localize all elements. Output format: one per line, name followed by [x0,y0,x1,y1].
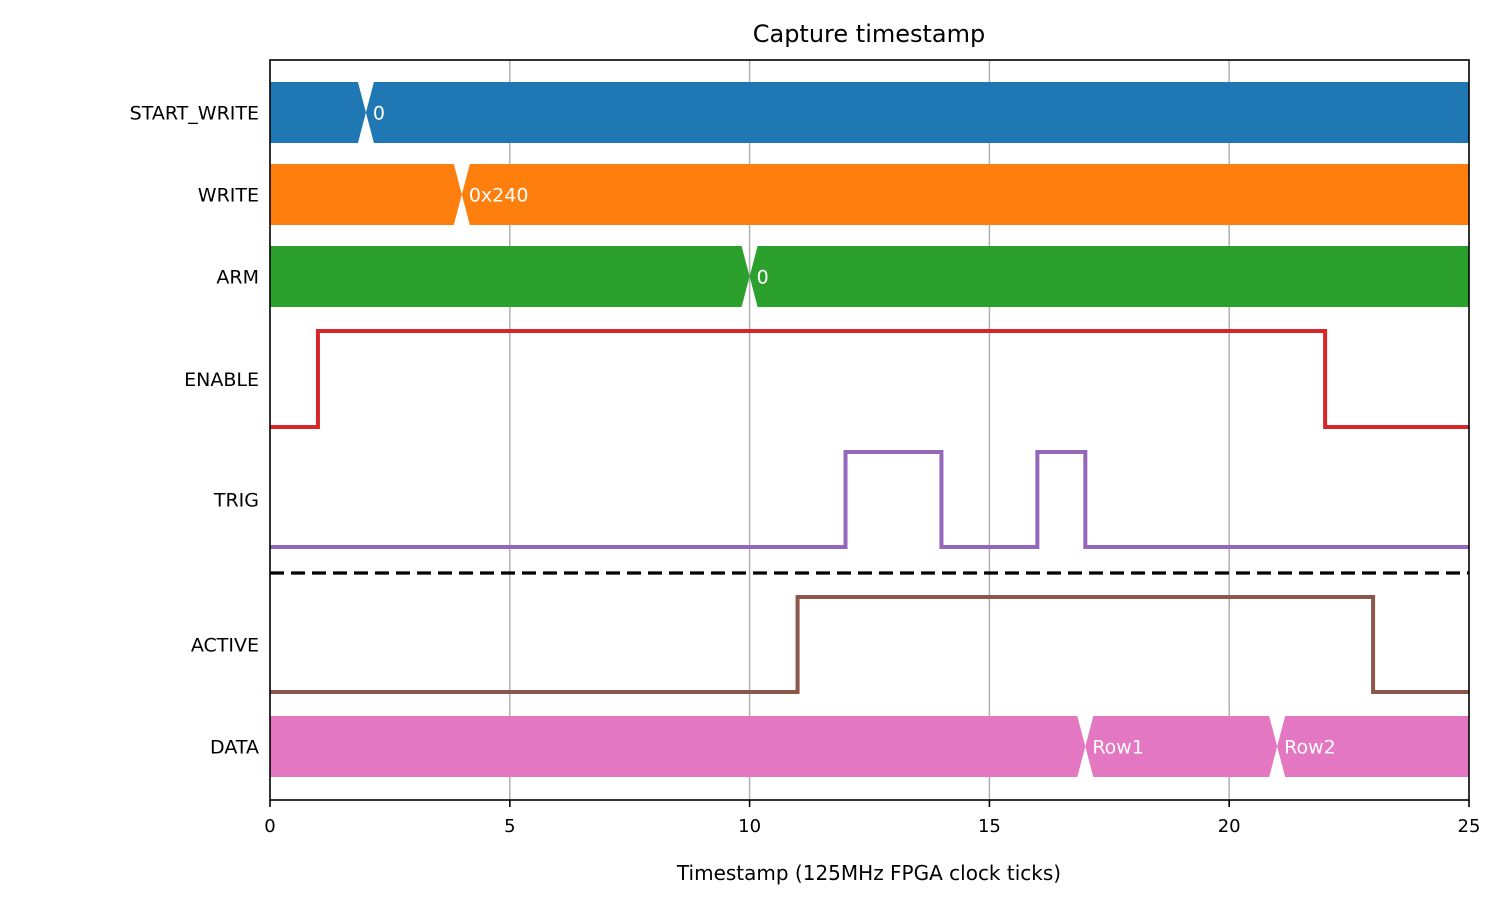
bit-trace-enable [270,329,1469,429]
signal-label-data: DATA [210,737,259,759]
signal-label-enable: ENABLE [184,369,259,391]
signal-label-arm: ARM [216,267,259,289]
signal-label-active: ACTIVE [191,635,259,657]
signal-label-trig: TRIG [213,490,259,512]
bus-segment-data-2 [1277,716,1469,777]
bus-segment-data-0 [270,716,1086,777]
x-tick-label-20: 20 [1218,816,1241,837]
bus-segment-arm-1 [749,246,1469,307]
signal-label-write: WRITE [198,185,259,207]
bus-value-data-2: Row2 [1284,737,1336,759]
bus-value-start-write-1: 0 [373,103,385,125]
bit-trace-active [270,595,1469,694]
bus-segment-start-write-0 [270,82,366,143]
x-tick-label-25: 25 [1458,816,1481,837]
plot-frame [269,59,1470,801]
bus-segment-write-0 [270,164,462,225]
signal-label-start-write: START_WRITE [130,103,259,125]
bus-segment-data-1 [1085,716,1278,777]
bus-segment-arm-0 [270,246,750,307]
x-tick-label-0: 0 [264,816,275,837]
bus-value-arm-1: 0 [757,267,769,289]
x-ticks: 0 5 10 15 20 25 [264,800,1480,837]
x-tick-label-5: 5 [504,816,515,837]
chart-title: Capture timestamp [753,20,986,48]
bus-value-write-1: 0x240 [469,185,529,207]
signal-labels: START_WRITE WRITE ARM ENABLE TRIG ACTIVE DATA [130,103,259,759]
bus-value-data-1: Row1 [1092,737,1144,759]
bit-trace-trig [270,450,1469,549]
x-axis-label: Timestamp (125MHz FPGA clock ticks) [676,861,1061,885]
x-tick-label-15: 15 [978,816,1001,837]
x-tick-label-10: 10 [738,816,761,837]
bus-segment-start-write-1 [365,82,1469,143]
bus-segment-write-1 [461,164,1470,225]
